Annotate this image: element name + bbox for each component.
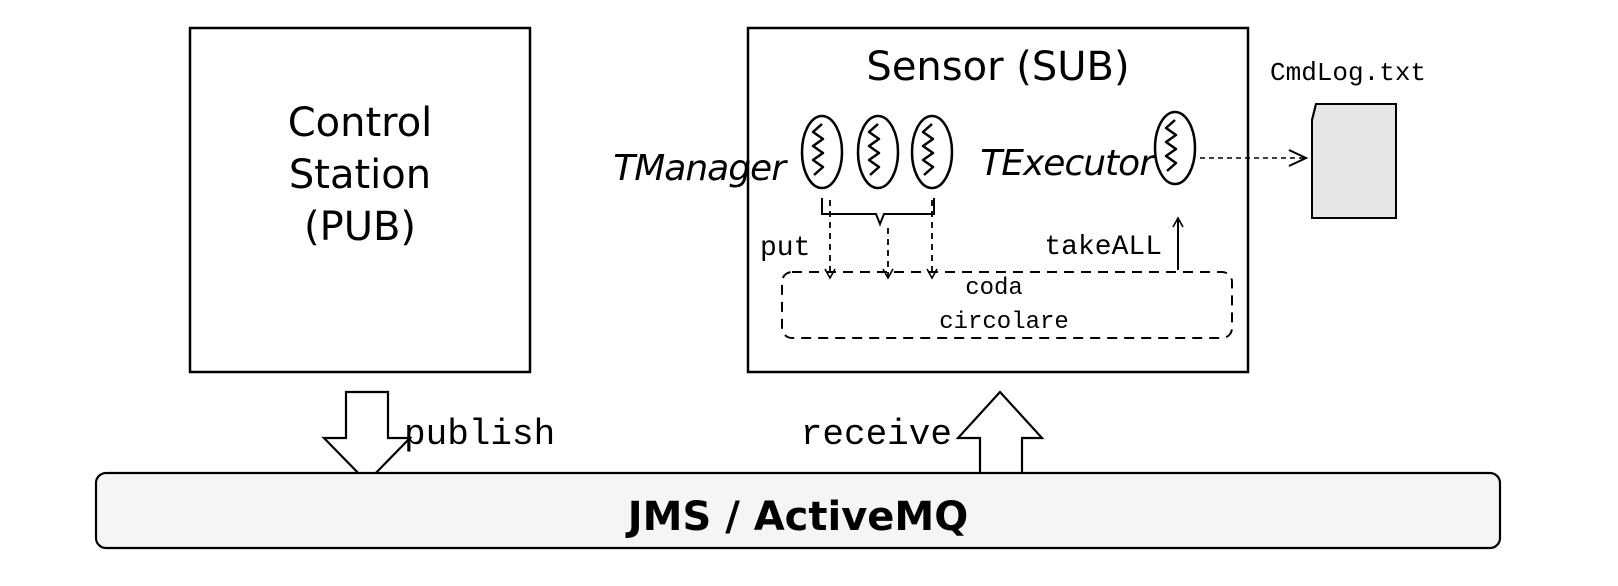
queue-line1: coda (965, 275, 1023, 302)
file-document-icon (1311, 103, 1397, 219)
queue-line2: circolare (939, 309, 1069, 336)
sensor-box: Sensor (SUB) (746, 26, 1250, 374)
log-file-name: CmdLog.txt (1270, 58, 1426, 88)
control-station-box: Control Station (PUB) (188, 26, 532, 374)
put-label: put (760, 233, 810, 264)
circular-queue: coda circolare (781, 271, 1233, 339)
tmanager-thread-1-icon (800, 114, 844, 190)
tmanager-thread-3-icon (910, 114, 954, 190)
receive-arrow-icon (955, 390, 1045, 482)
sensor-title: Sensor (SUB) (866, 44, 1129, 90)
put-arrows (824, 200, 938, 280)
texecutor-thread-icon (1153, 110, 1197, 186)
receive-label: receive (801, 414, 952, 455)
control-station-line2: Station (289, 152, 431, 198)
tmanager-brace (821, 198, 935, 227)
control-station-line1: Control (288, 100, 433, 146)
tmanager-label: TManager (613, 148, 788, 189)
publish-arrow-icon (321, 390, 413, 484)
takeall-label: takeALL (1044, 232, 1162, 263)
control-station-line3: (PUB) (304, 204, 416, 250)
bus-label: JMS / ActiveMQ (625, 494, 968, 540)
texecutor-label: TExecutor (980, 143, 1156, 184)
publish-label: publish (404, 414, 555, 455)
jms-bus: JMS / ActiveMQ (94, 471, 1502, 550)
tmanager-thread-2-icon (856, 114, 900, 190)
